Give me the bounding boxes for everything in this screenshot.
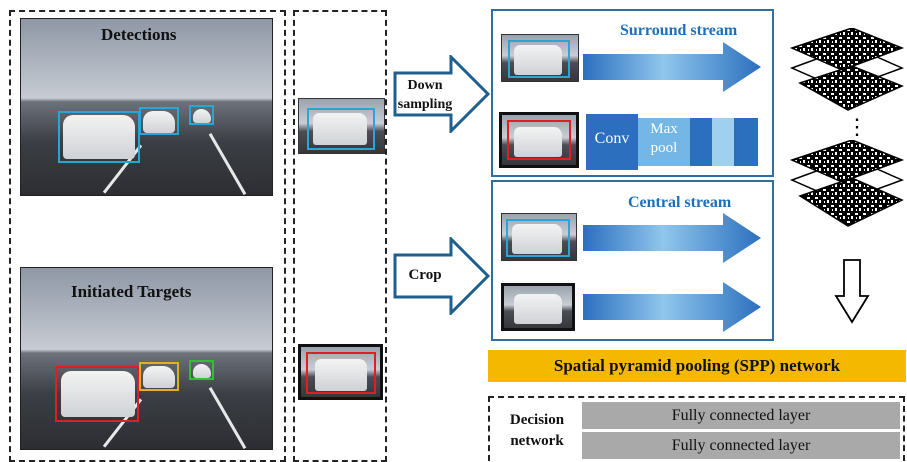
conv-label: Conv — [594, 130, 630, 147]
surround-stream-box — [491, 9, 774, 177]
detection-box — [189, 105, 214, 125]
target-box-red — [55, 366, 139, 422]
down-sampling-arrow — [393, 55, 490, 133]
fully-connected-layer-1: Fully connected layer — [582, 402, 900, 429]
crop-arrow — [393, 237, 490, 315]
spp-bar — [488, 350, 906, 382]
surround-stream-title: Surround stream — [620, 22, 738, 39]
feature-map-stack-top — [790, 28, 905, 111]
central-stream-arrow-1 — [583, 213, 761, 263]
central-thumbnail-1 — [501, 213, 577, 261]
conv-block — [586, 114, 638, 170]
central-thumbnail-2 — [501, 283, 575, 331]
feature-map-stack-bottom — [790, 140, 905, 227]
layer-block — [734, 118, 758, 166]
layer-block — [712, 118, 734, 166]
initiated-targets-image: Initiated Targets — [20, 267, 273, 450]
detection-box — [139, 107, 179, 135]
layer-block — [690, 118, 712, 166]
surround-thumbnail-2 — [499, 112, 579, 168]
feature-map-ellipsis: ⋮ — [846, 114, 868, 139]
central-stream-arrow-2 — [583, 282, 761, 332]
initiated-targets-title: Initiated Targets — [71, 282, 192, 301]
detections-title: Detections — [101, 25, 177, 44]
maxpool-label: Max pool — [650, 121, 678, 156]
surround-stream-arrow — [583, 42, 761, 92]
spp-label: Spatial pyramid pooling (SPP) network — [553, 356, 841, 375]
down-sampling-label: Down sampling — [397, 78, 453, 112]
target-box-green — [189, 360, 214, 380]
detections-image: Detections — [20, 18, 273, 196]
decision-network-label: Decision network — [509, 412, 565, 449]
maxpool-block — [638, 118, 690, 166]
central-stream-title: Central stream — [628, 194, 732, 211]
fully-connected-layer-2: Fully connected layer — [582, 432, 900, 459]
crop-thumbnail-detection — [298, 98, 385, 154]
down-arrow-icon — [834, 259, 870, 324]
crop-thumbnail-target — [298, 344, 383, 400]
crop-label: Crop — [408, 267, 442, 283]
detection-box — [58, 111, 140, 163]
decision-network-box — [488, 396, 905, 461]
surround-thumbnail-1 — [501, 34, 579, 82]
central-stream-box — [491, 180, 774, 341]
target-box-yellow — [139, 362, 179, 391]
